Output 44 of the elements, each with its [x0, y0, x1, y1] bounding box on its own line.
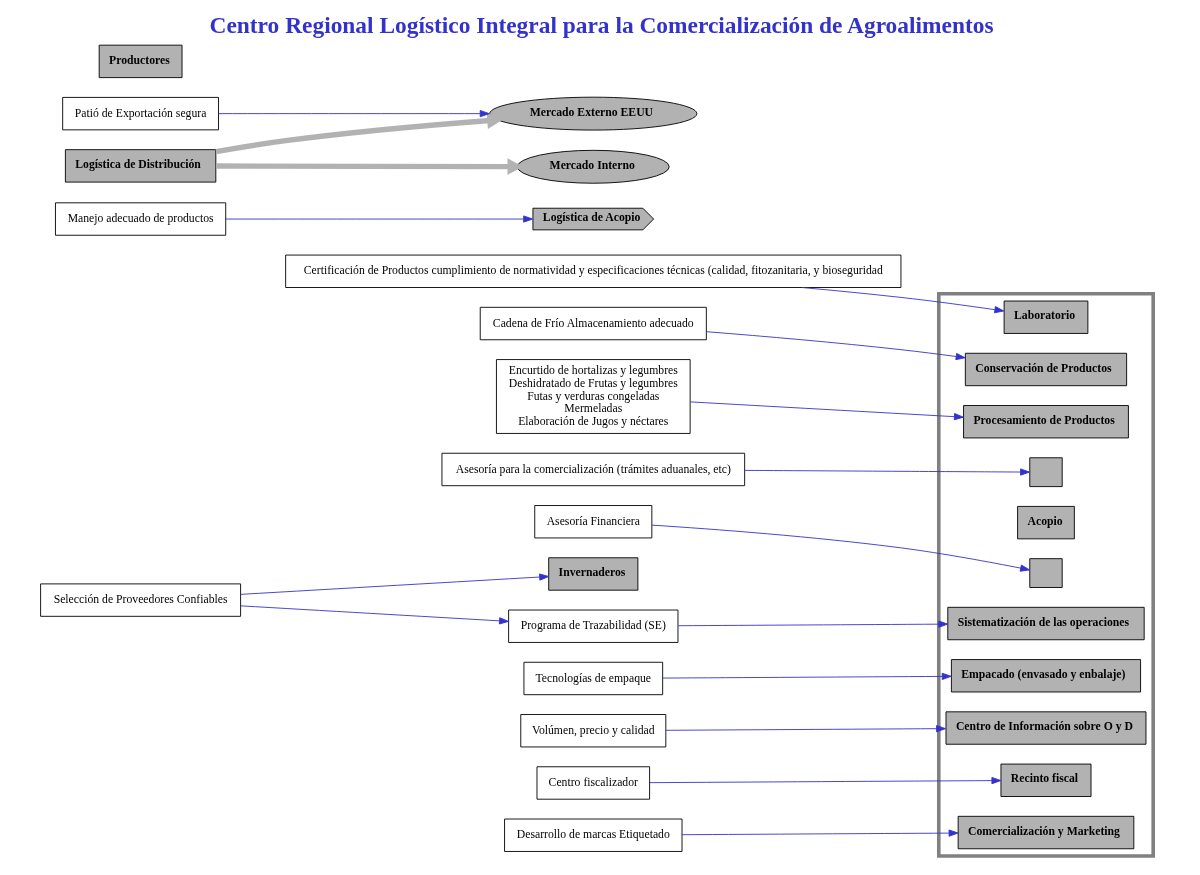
diagram-title: Centro Regional Logístico Integral para la Comercialización de Agroalimentos — [209, 12, 994, 39]
node-box: Cadena de Frío Almacenamiento adecuado — [479, 306, 707, 341]
node-box: Tecnologías de empaque — [522, 661, 663, 696]
node-box: Certificación de Productos cumplimiento de normatividad y especificaciones técnicas (calidad, fitozanitaria, y bioseguridad — [284, 254, 901, 288]
node-box: Empacado (envasado y enbalaje) — [950, 659, 1141, 693]
arrow — [664, 725, 946, 733]
node-box: Patió de Exportación segura — [61, 96, 219, 131]
node-box: Comercialización y Marketing — [957, 815, 1134, 850]
arrow — [743, 468, 1030, 476]
node-box: Volúmen, precio y calidad — [519, 714, 666, 748]
node-box: Centro de Información sobre O y D — [945, 711, 1146, 745]
node-box: Desarrollo de marcas Etiquetado — [503, 818, 682, 852]
node-box: Centro fiscalizador — [536, 766, 650, 800]
arrow — [661, 672, 952, 680]
node-box: Manejo adecuado de productos — [54, 202, 226, 236]
node-box — [1028, 457, 1063, 488]
arrow — [224, 215, 533, 223]
node-box: Asesoría Financiera — [533, 505, 652, 539]
arrow — [217, 110, 490, 118]
arrow — [239, 573, 549, 595]
node-box: Laboratorio — [1003, 300, 1088, 334]
node-box: Encurtido de hortalizas y legumbres Deshidratado de Frutas y legumbres Futas y verduras congeladas Mermeladas Elaboración de Jugos y néctares — [495, 359, 691, 434]
node-box: Logística de Distribución — [64, 149, 216, 183]
node-box: Asesoría para la comercialización (trámites aduanales, etc) — [441, 452, 745, 487]
node-box: Sistematización de las operaciones — [946, 606, 1145, 641]
arrow — [648, 777, 1001, 785]
node-ellipse: Mercado Interno — [516, 149, 670, 184]
node-box: Conservación de Productos — [964, 352, 1127, 387]
node-box: Recinto fiscal — [1000, 763, 1091, 797]
arrow — [800, 287, 1004, 314]
node-box — [1028, 558, 1063, 588]
arrow — [705, 331, 966, 361]
node-box: Invernaderos — [547, 557, 638, 591]
arrow — [651, 524, 1030, 572]
node-box: Productores — [98, 44, 182, 79]
node-box: Selección de Proveedores Confiables — [39, 583, 241, 617]
arrow — [681, 829, 959, 837]
arrow — [215, 112, 503, 155]
arrow — [689, 401, 964, 421]
node-box: Procesamiento de Productos — [962, 405, 1129, 439]
node-box: Acopio — [1016, 505, 1075, 540]
node-box: Programa de Trazabilidad (SE) — [507, 609, 678, 643]
arrow — [677, 620, 948, 628]
arrow — [239, 605, 509, 625]
